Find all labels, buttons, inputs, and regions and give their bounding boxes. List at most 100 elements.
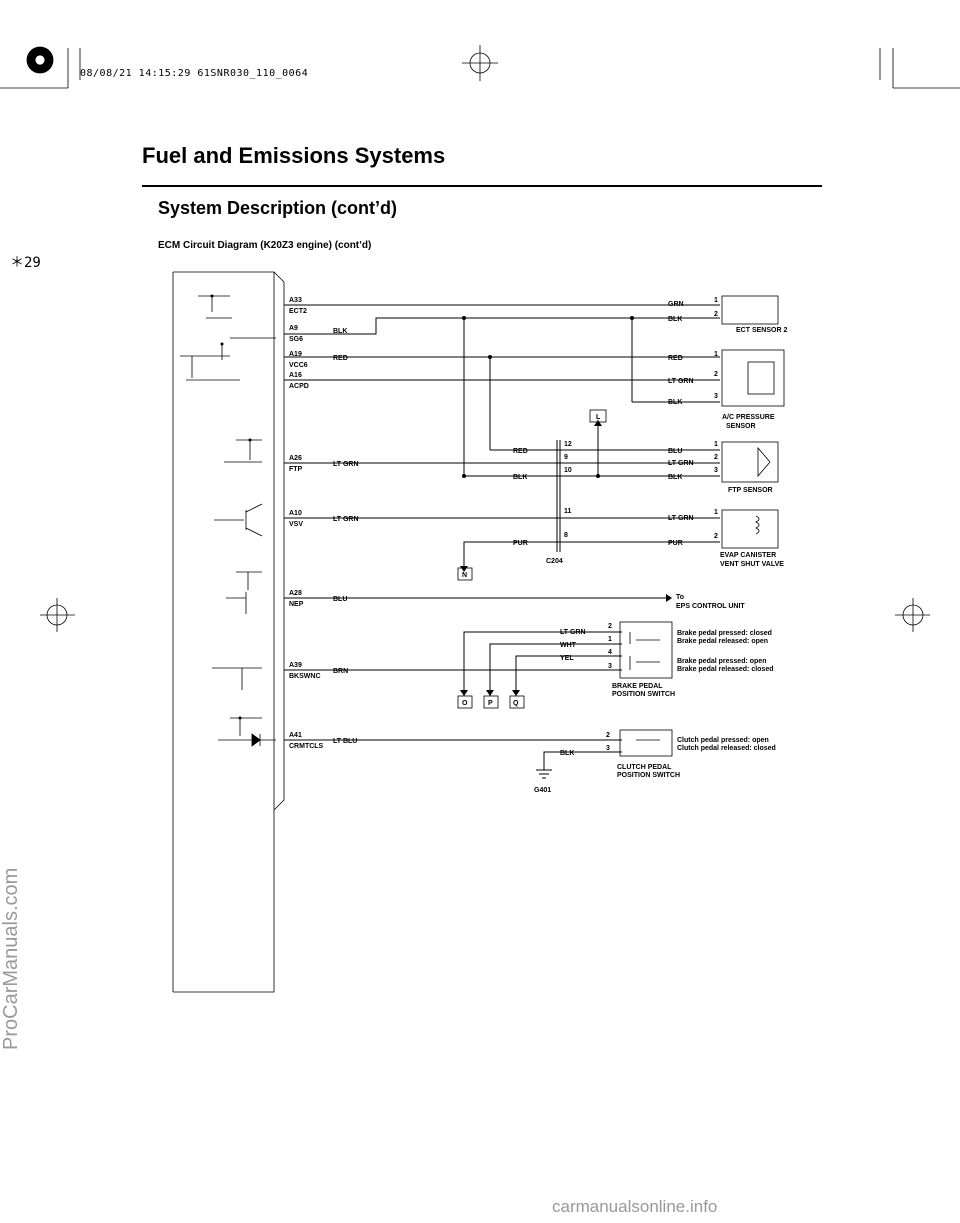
term: 2: [714, 311, 718, 318]
term: 1: [608, 636, 612, 643]
registration-marks: [0, 45, 960, 632]
pin-ftp: FTP: [289, 466, 303, 473]
c204-label: C204: [546, 558, 563, 565]
wire-red-ac: RED: [668, 355, 683, 362]
wire-blk-ect: BLK: [668, 316, 682, 323]
wire-red-ecm: RED: [333, 355, 348, 362]
wire-ltgrn-ftp2: LT GRN: [668, 460, 694, 467]
brake-switch-label-2: POSITION SWITCH: [612, 691, 675, 698]
ect-sensor-label: ECT SENSOR 2: [736, 327, 787, 334]
pin-vcc6: VCC6: [289, 362, 308, 369]
components: [457, 295, 785, 757]
term: 2: [714, 454, 718, 461]
term: 12: [564, 441, 572, 448]
term: 1: [714, 351, 718, 358]
ecm-pin-labels: A33 ECT2 A9 SG6 A19 VCC6 A16 ACPD A26 FT…: [289, 297, 324, 750]
evap-label-2: VENT SHUT VALVE: [720, 561, 784, 568]
switch-notes: Brake pedal pressed: closed Brake pedal …: [677, 630, 776, 752]
note: Brake pedal released: closed: [677, 666, 774, 673]
term: 1: [714, 509, 718, 516]
junctions: [460, 316, 672, 696]
pin-nep: NEP: [289, 601, 304, 608]
ac-sensor-label-1: A/C PRESSURE: [722, 414, 775, 421]
term: 10: [564, 467, 572, 474]
pin-a16: A16: [289, 372, 302, 379]
evap-label-1: EVAP CANISTER: [720, 552, 776, 559]
clutch-switch-label-2: POSITION SWITCH: [617, 772, 680, 779]
ftp-sensor-label: FTP SENSOR: [728, 487, 773, 494]
wire-pur-evap: PUR: [668, 540, 683, 547]
wire-red-c204: RED: [513, 448, 528, 455]
pin-bkswnc: BKSWNC: [289, 673, 321, 680]
term: 3: [714, 467, 718, 474]
pin-a19: A19: [289, 351, 302, 358]
ref-q: Q: [513, 700, 519, 707]
wiring: [284, 304, 720, 779]
ref-n: N: [462, 572, 467, 579]
diagram-title: ECM Circuit Diagram (K20Z3 engine) (cont…: [158, 240, 372, 251]
pin-a26: A26: [289, 455, 302, 462]
to-label: To: [676, 594, 684, 601]
term: 2: [714, 371, 718, 378]
note: Brake pedal pressed: open: [677, 658, 766, 665]
brake-switch-label-1: BRAKE PEDAL: [612, 683, 663, 690]
clutch-switch-label-1: CLUTCH PEDAL: [617, 764, 672, 771]
ecm-box: [172, 271, 285, 993]
term: 2: [608, 623, 612, 630]
note: Clutch pedal released: closed: [677, 745, 776, 752]
wire-ltblu: LT BLU: [333, 738, 357, 745]
pin-a10: A10: [289, 510, 302, 517]
pin-a33: A33: [289, 297, 302, 304]
ref-p: P: [488, 700, 493, 707]
component-labels: ECT SENSOR 2 A/C PRESSURE SENSOR FTP SEN…: [534, 327, 787, 794]
term: 2: [714, 533, 718, 540]
wire-labels: BLK RED LT GRN LT GRN BLU BRN LT BLU GRN…: [333, 301, 694, 757]
wire-ltgrn-brake: LT GRN: [560, 629, 586, 636]
wire-grn: GRN: [668, 301, 684, 308]
ref-o: O: [462, 700, 468, 707]
wire-pur-c204: PUR: [513, 540, 528, 547]
pin-sg6: SG6: [289, 336, 303, 343]
print-stamp: 08/08/21 14:15:29 61SNR030_110_0064: [80, 68, 309, 79]
pin-a28: A28: [289, 590, 302, 597]
note: Brake pedal pressed: closed: [677, 630, 772, 637]
note: Clutch pedal pressed: open: [677, 737, 769, 744]
term: 1: [714, 441, 718, 448]
connector-refs: L N O P Q: [462, 414, 601, 707]
ecm-internals: [180, 294, 276, 747]
wire-blu-nep: BLU: [333, 596, 347, 603]
pin-acpd: ACPD: [289, 383, 309, 390]
eps-label: EPS CONTROL UNIT: [676, 603, 745, 610]
g401-label: G401: [534, 787, 551, 794]
term: 3: [608, 663, 612, 670]
term: 11: [564, 508, 572, 515]
wire-yel: YEL: [560, 655, 574, 662]
page-title: Fuel and Emissions Systems: [142, 143, 446, 168]
footer-watermark: carmanualsonline.info: [552, 1197, 718, 1216]
term: 3: [714, 393, 718, 400]
term: 9: [564, 454, 568, 461]
wire-blk-c204: BLK: [513, 474, 527, 481]
terminal-numbers: 1 2 1 2 3 1 2 3 1 2 12 9 10 11 8 2 1 4 3…: [564, 297, 718, 752]
ac-sensor-label-2: SENSOR: [726, 423, 756, 430]
wire-wht: WHT: [560, 642, 577, 649]
pin-ect2: ECT2: [289, 308, 307, 315]
wire-blu-ftp: BLU: [668, 448, 682, 455]
wire-blk-ecm: BLK: [333, 328, 347, 335]
wire-blk-ftp: BLK: [668, 474, 682, 481]
pin-crmtcls: CRMTCLS: [289, 743, 324, 750]
note: Brake pedal released: open: [677, 638, 768, 645]
wire-blk-clutch: BLK: [560, 750, 574, 757]
wire-ltgrn-ftp: LT GRN: [333, 461, 359, 468]
wire-ltgrn-ac: LT GRN: [668, 378, 694, 385]
ref-l: L: [596, 414, 601, 421]
term: 3: [606, 745, 610, 752]
page-ref: ＊29: [10, 255, 41, 271]
pin-vsv: VSV: [289, 521, 303, 528]
wire-blk-ac: BLK: [668, 399, 682, 406]
wire-ltgrn-vsv: LT GRN: [333, 516, 359, 523]
pin-a9: A9: [289, 325, 298, 332]
pin-a39: A39: [289, 662, 302, 669]
wire-brn: BRN: [333, 668, 348, 675]
